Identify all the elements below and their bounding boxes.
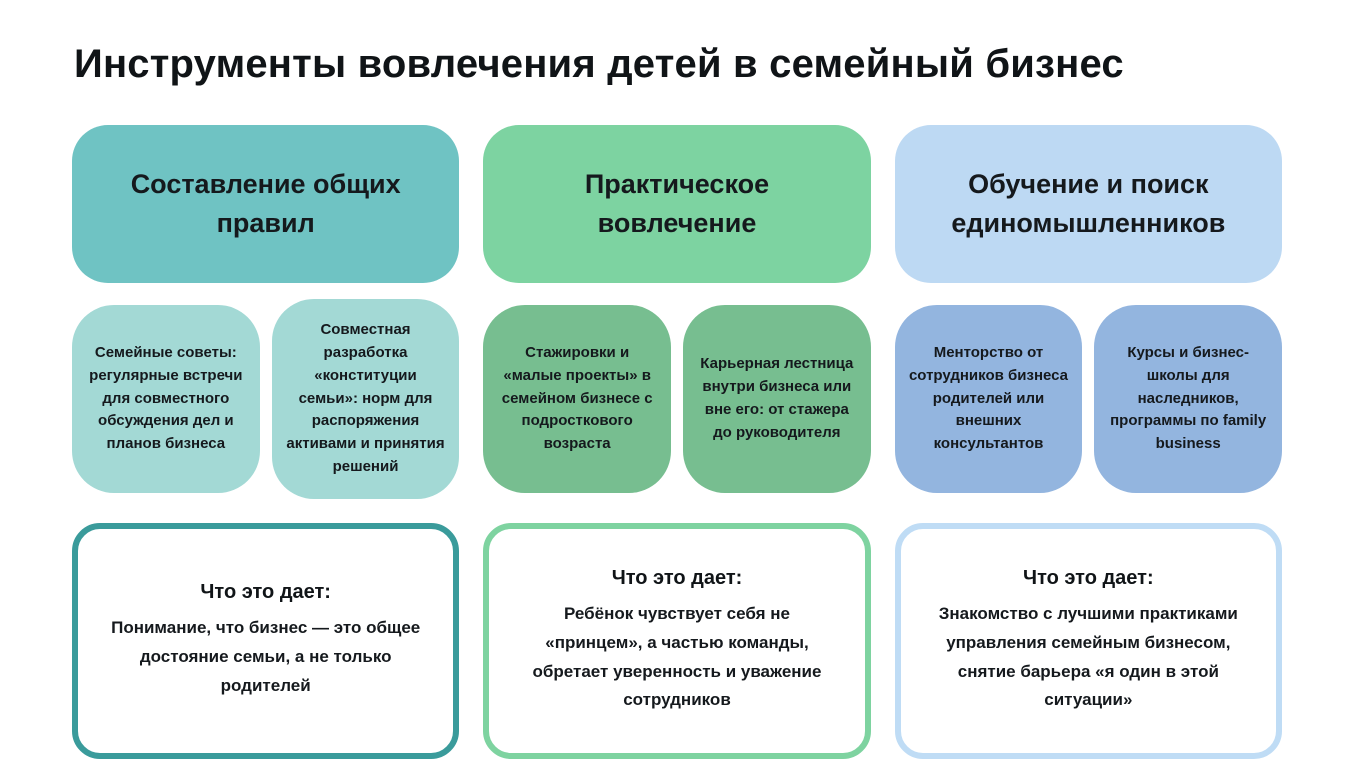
benefit-heading: Что это дает:: [611, 566, 743, 589]
tool-card: Карьерная лестница внутри бизнеса или вн…: [682, 305, 871, 493]
tool-card-text: Стажировки и «малые проекты» в семейном …: [501, 344, 653, 453]
category-header-label: Обучение и поиск единомышленников: [951, 168, 1226, 238]
tool-card: Курсы и бизнес-школы для наследников, пр…: [1094, 305, 1282, 493]
benefit-card: Что это дает: Понимание, что бизнес — эт…: [72, 523, 460, 759]
column-education-networking: Обучение и поиск единомышленников Ментор…: [894, 125, 1282, 759]
columns-row: Составление общих правил Семейные советы…: [72, 125, 1282, 759]
category-header-card: Обучение и поиск единомышленников: [894, 125, 1282, 283]
tool-card-row: Менторство от сотрудников бизнеса родите…: [894, 295, 1282, 503]
tool-card: Менторство от сотрудников бизнеса родите…: [894, 305, 1083, 493]
page-title: Инструменты вовлечения детей в семейный …: [74, 42, 1124, 86]
column-shared-rules: Составление общих правил Семейные советы…: [72, 125, 460, 759]
tool-card-text: Совместная разработка «конституции семьи…: [286, 321, 445, 475]
tool-card: Семейные советы: регулярные встречи для …: [72, 305, 260, 493]
benefit-heading: Что это дает:: [200, 581, 331, 604]
category-header-label: Практическое вовлечение: [584, 168, 770, 238]
tool-card-text: Курсы и бизнес-школы для наследников, пр…: [1110, 344, 1267, 453]
tool-card-row: Семейные советы: регулярные встречи для …: [72, 295, 460, 503]
column-practical-involvement: Практическое вовлечение Стажировки и «ма…: [483, 125, 871, 759]
tool-card-row: Стажировки и «малые проекты» в семейном …: [483, 295, 871, 503]
benefit-heading: Что это дает:: [1023, 566, 1154, 589]
benefit-text: Ребёнок чувствует себя не «принцем», а ч…: [532, 603, 822, 710]
benefit-text: Понимание, что бизнес — это общее достоя…: [111, 618, 421, 695]
category-header-card: Практическое вовлечение: [483, 125, 871, 283]
benefit-card: Что это дает: Ребёнок чувствует себя не …: [483, 523, 871, 759]
benefit-text: Знакомство с лучшими практиками управлен…: [938, 603, 1238, 710]
tool-card: Стажировки и «малые проекты» в семейном …: [483, 305, 671, 493]
tool-card-text: Семейные советы: регулярные встречи для …: [89, 344, 243, 453]
tool-card-text: Карьерная лестница внутри бизнеса или вн…: [700, 355, 854, 441]
category-header-label: Составление общих правил: [130, 168, 401, 238]
tool-card-text: Менторство от сотрудников бизнеса родите…: [908, 344, 1069, 453]
benefit-card: Что это дает: Знакомство с лучшими практ…: [894, 523, 1282, 759]
category-header-card: Составление общих правил: [72, 125, 460, 283]
tool-card: Совместная разработка «конституции семьи…: [271, 299, 460, 499]
